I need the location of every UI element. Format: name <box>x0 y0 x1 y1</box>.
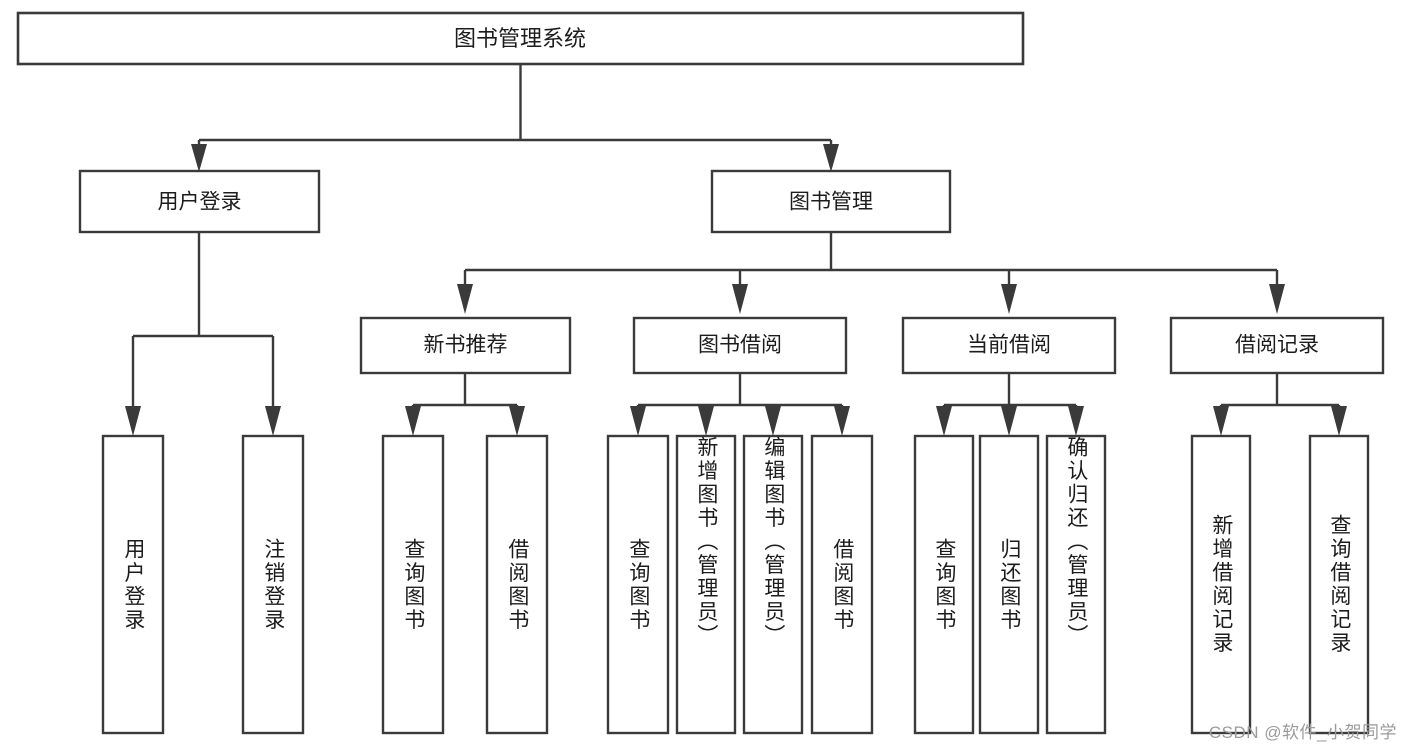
connectors-layer <box>125 64 1347 436</box>
node-current-borrow-label: 当前借阅 <box>967 334 1051 357</box>
node-user-login[interactable] <box>78 169 321 234</box>
node-root-system-label: 图书管理系统 <box>454 26 586 51</box>
arrow-head-borrow-record-leaf-2 <box>1331 406 1347 436</box>
nodes-layer: 图书管理系统 用户登录 图书管理 新书推荐 图书借阅 当前借阅 借阅记录 <box>16 11 1385 735</box>
node-leaf-confirm-return-admin[interactable] <box>1045 434 1107 735</box>
arrow-head-book-borrow <box>732 284 748 314</box>
arrow-head-book-borrow-leaf-1 <box>630 406 646 436</box>
arrow-head-book-borrow-leaf-3 <box>765 406 781 436</box>
node-leaf-edit-book-admin[interactable] <box>742 434 804 735</box>
arrow-head-new-book <box>457 284 473 314</box>
csdn-watermark: CSDN @软件_小贺同学 <box>1208 723 1397 742</box>
node-new-book-recommend-label: 新书推荐 <box>424 334 508 357</box>
node-book-management-label: 图书管理 <box>789 191 873 214</box>
node-leaf-borrow-book[interactable] <box>810 434 874 735</box>
node-leaf-borrow-book-recommend[interactable] <box>485 434 549 735</box>
arrow-head-user-login <box>191 144 207 172</box>
node-borrow-record-label: 借阅记录 <box>1235 334 1319 357</box>
node-leaf-query-book-borrow[interactable] <box>606 434 670 735</box>
node-new-book-recommend[interactable] <box>359 316 572 375</box>
node-leaf-user-login[interactable] <box>101 434 165 735</box>
arrow-head-borrow-record <box>1269 284 1285 314</box>
node-leaf-return-book[interactable] <box>978 434 1040 735</box>
node-book-borrow-label: 图书借阅 <box>698 334 782 357</box>
arrow-head-current-borrow-leaf-3 <box>1068 406 1084 436</box>
arrow-head-book-borrow-leaf-2 <box>698 406 714 436</box>
arrow-head-leaf-user-login <box>125 406 141 436</box>
node-book-borrow[interactable] <box>632 316 848 375</box>
node-leaf-add-borrow-record[interactable] <box>1190 434 1252 735</box>
node-leaf-add-book-admin[interactable] <box>675 434 737 735</box>
arrow-head-new-book-leaf-2 <box>509 406 525 436</box>
arrow-head-book-mgmt <box>823 144 839 172</box>
node-leaf-query-book-recommend[interactable] <box>381 434 445 735</box>
node-book-management[interactable] <box>710 169 952 234</box>
node-current-borrow[interactable] <box>901 316 1117 375</box>
node-user-login-label: 用户登录 <box>158 191 242 214</box>
arrow-head-current-borrow <box>1001 284 1017 314</box>
arrow-head-new-book-leaf-1 <box>405 406 421 436</box>
arrow-head-book-borrow-leaf-4 <box>834 406 850 436</box>
node-leaf-logout[interactable] <box>241 434 305 735</box>
arrow-head-current-borrow-leaf-1 <box>936 406 952 436</box>
node-leaf-query-book-current[interactable] <box>913 434 975 735</box>
arrow-head-current-borrow-leaf-2 <box>1001 406 1017 436</box>
node-borrow-record[interactable] <box>1169 316 1385 375</box>
node-leaf-query-borrow-record[interactable] <box>1308 434 1370 735</box>
node-root-system[interactable] <box>16 11 1025 66</box>
arrow-head-borrow-record-leaf-1 <box>1213 406 1229 436</box>
arrow-head-leaf-logout <box>265 406 281 436</box>
